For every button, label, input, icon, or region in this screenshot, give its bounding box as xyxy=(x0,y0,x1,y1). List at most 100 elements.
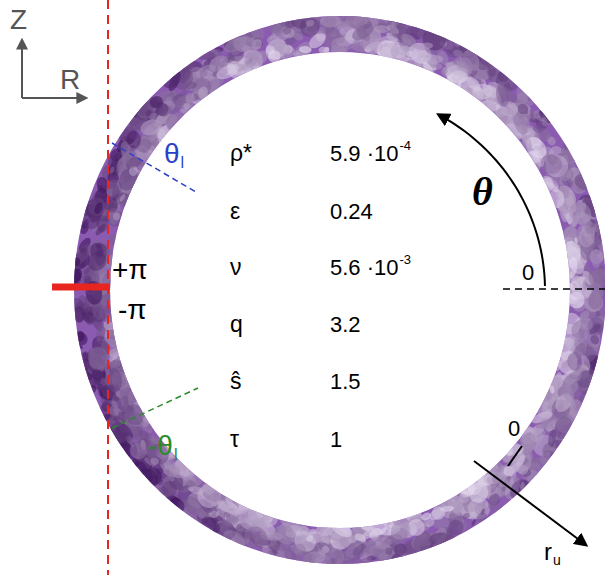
eddy xyxy=(122,401,146,427)
eddy xyxy=(385,547,393,555)
r-axis-arrow xyxy=(22,97,86,99)
eddy xyxy=(531,123,544,135)
eddy xyxy=(108,329,118,340)
eddy xyxy=(93,201,104,215)
eddy xyxy=(72,302,86,323)
r-u-arrow xyxy=(474,461,586,545)
eddy xyxy=(563,142,568,151)
eddy xyxy=(206,52,231,75)
eddy xyxy=(73,330,90,347)
eddy xyxy=(548,189,564,208)
eddy xyxy=(271,549,278,556)
turbulence xyxy=(65,5,605,571)
eddy xyxy=(487,68,497,78)
eddy xyxy=(589,334,601,347)
parameter-value: 1.5 xyxy=(330,371,361,393)
eddy xyxy=(355,556,374,569)
parameter-value: 0.24 xyxy=(330,201,373,223)
eddy xyxy=(520,481,525,491)
angle-label: -θ xyxy=(148,432,173,460)
parameter-value: 5.6 ·10 xyxy=(330,257,399,279)
axis-label: R xyxy=(60,66,80,94)
eddy xyxy=(387,517,415,544)
eddy xyxy=(109,166,115,174)
eddy xyxy=(234,65,240,73)
eddy xyxy=(486,492,500,511)
eddy xyxy=(183,102,191,110)
parameter-value: 1 xyxy=(330,429,342,451)
eddy xyxy=(126,130,141,148)
eddy xyxy=(75,330,84,342)
eddy xyxy=(559,168,572,181)
eddy xyxy=(331,38,348,53)
eddy xyxy=(466,480,490,505)
eddy xyxy=(511,111,530,136)
eddy xyxy=(345,44,353,51)
eddy xyxy=(80,358,90,370)
eddy xyxy=(115,165,141,194)
eddy xyxy=(305,534,314,543)
eddy xyxy=(440,505,455,512)
eddy xyxy=(457,493,469,504)
eddy xyxy=(586,316,605,336)
eddy xyxy=(94,243,108,267)
eddy xyxy=(374,25,391,34)
eddy xyxy=(388,41,409,62)
eddy xyxy=(112,212,121,221)
eddy xyxy=(77,343,84,350)
eddy xyxy=(430,531,451,554)
eddy xyxy=(445,517,466,538)
eddy xyxy=(571,171,594,194)
eddy xyxy=(318,26,326,34)
exponent: -3 xyxy=(400,253,412,266)
parameter-name: τ xyxy=(230,428,239,451)
zero-label: 0 xyxy=(522,262,534,284)
eddy xyxy=(441,35,447,41)
eddy xyxy=(107,366,124,391)
eddy xyxy=(564,337,575,349)
eddy xyxy=(361,529,375,541)
eddy xyxy=(305,19,315,28)
eddy xyxy=(537,151,565,178)
eddy xyxy=(547,429,557,448)
eddy xyxy=(184,92,196,105)
eddy xyxy=(222,34,249,56)
eddy xyxy=(199,513,224,536)
eddy xyxy=(200,481,216,497)
zero-label: 0 xyxy=(508,418,520,440)
eddy xyxy=(158,65,184,92)
eddy xyxy=(71,256,83,268)
theta-arrow xyxy=(438,115,545,286)
eddy xyxy=(567,352,582,371)
parameter-name: ρ* xyxy=(230,142,252,165)
eddy xyxy=(291,31,304,42)
eddy xyxy=(563,224,578,242)
parameter-value: 3.2 xyxy=(330,314,361,336)
coordinate-label: r xyxy=(544,540,552,564)
eddy xyxy=(196,85,209,100)
eddy xyxy=(561,383,576,405)
eddy xyxy=(220,527,248,552)
z-axis-arrow xyxy=(21,40,23,98)
eddy xyxy=(542,419,551,430)
eddy xyxy=(433,63,443,69)
plasma-ring xyxy=(74,16,605,564)
eddy xyxy=(159,479,179,500)
eddy xyxy=(99,377,108,387)
eddy xyxy=(94,222,107,236)
eddy xyxy=(211,505,218,512)
eddy xyxy=(452,48,464,58)
eddy xyxy=(549,385,555,394)
eddy xyxy=(87,365,95,373)
eddy xyxy=(453,40,461,48)
eddy xyxy=(322,46,330,54)
eddy xyxy=(517,464,529,475)
eddy xyxy=(145,109,153,117)
theta-l-line xyxy=(112,143,196,192)
eddy xyxy=(95,324,106,342)
eddy xyxy=(112,414,121,423)
eddy xyxy=(512,475,520,483)
eddy xyxy=(266,48,283,65)
